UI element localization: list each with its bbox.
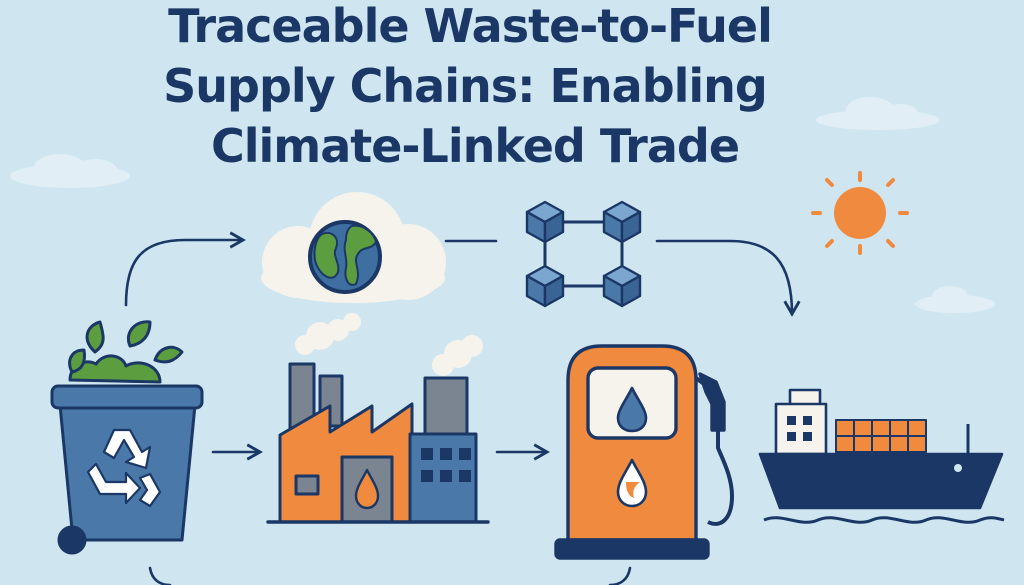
block-cube xyxy=(525,200,565,244)
organic-waste-icon xyxy=(68,320,184,384)
block-cube xyxy=(602,200,642,244)
earth-cloud-icon xyxy=(261,192,446,303)
page-title: Traceable Waste-to-Fuel Supply Chains: E… xyxy=(0,0,920,176)
smoke-cloud-icon xyxy=(295,313,483,376)
waste-bin-icon xyxy=(50,320,204,555)
arrow-bottom-left xyxy=(148,566,172,585)
fuel-nozzle-hose xyxy=(694,376,734,526)
background-cloud-right xyxy=(915,286,995,313)
earth-globe-icon xyxy=(308,220,382,294)
fuel-drop-icon xyxy=(354,468,380,510)
arrow-blockchain-to-ship xyxy=(655,239,801,317)
background-cloud-top-right xyxy=(816,97,940,130)
arrow-bottom-right xyxy=(608,566,632,585)
sun-icon xyxy=(811,171,909,255)
title-line-2: Supply Chains: Enabling xyxy=(163,59,768,113)
factory-icon xyxy=(266,313,490,524)
shipping-containers xyxy=(835,419,927,453)
recycle-icon xyxy=(86,428,162,508)
title-line-1: Traceable Waste-to-Fuel xyxy=(168,0,773,53)
title-line-3: Climate-Linked Trade xyxy=(210,119,740,173)
block-cube xyxy=(525,264,565,308)
cargo-ship-icon xyxy=(758,388,1005,524)
background-cloud-left xyxy=(10,154,130,188)
flow-arrows xyxy=(124,231,801,585)
blockchain-icon xyxy=(525,200,642,308)
water-waves xyxy=(763,516,1005,524)
fuel-nozzle xyxy=(698,372,726,432)
block-cube xyxy=(602,264,642,308)
fuel-pump-icon xyxy=(554,344,734,560)
arrow-bin-to-cloud xyxy=(124,231,246,307)
